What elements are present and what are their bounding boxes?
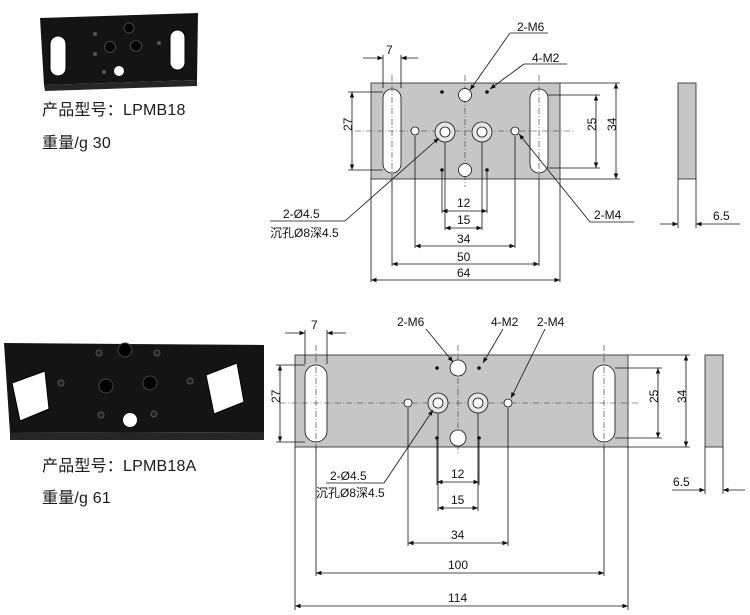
callout-m2: 4-M2 <box>491 315 519 329</box>
callout-hole: 2-Ø4.5 <box>283 207 320 221</box>
dim-slot-width: 7 <box>311 318 318 332</box>
callout-m6: 2-M6 <box>517 20 545 34</box>
product-model-label-lpmb18a: 产品型号：LPMB18A <box>42 458 197 475</box>
product-photo-lpmb18a <box>4 342 264 440</box>
dim-114: 114 <box>448 591 467 605</box>
m6-hole-top <box>449 359 467 377</box>
dim-27: 27 <box>341 117 355 131</box>
product-photo-lpmb18 <box>40 13 198 91</box>
callout-m4: 2-M4 <box>537 315 565 329</box>
product-model-label-lpmb18: 产品型号：LPMB18 <box>42 102 186 119</box>
m6-hole-bottom <box>458 163 472 177</box>
callout-m4: 2-M4 <box>594 208 622 222</box>
dim-27: 27 <box>269 389 283 403</box>
dim-34: 34 <box>457 232 471 246</box>
side-view-lpmb18a <box>704 354 724 448</box>
dim-50: 50 <box>457 250 471 264</box>
dim-34-vertical: 34 <box>675 389 689 403</box>
m4-hole-right <box>503 398 513 408</box>
dim-slot-width: 7 <box>386 43 393 57</box>
m6-hole-bottom <box>449 429 467 447</box>
callout-m6: 2-M6 <box>397 315 425 329</box>
m4-hole-left <box>410 126 420 136</box>
m4-hole-left <box>403 398 413 408</box>
dim-15: 15 <box>457 213 471 227</box>
callout-counterbore: 沉孔Ø8深4.5 <box>316 486 385 500</box>
side-view-lpmb18 <box>677 82 697 180</box>
dim-34-vertical: 34 <box>605 117 619 131</box>
dim-100: 100 <box>448 558 468 572</box>
drawing-lpmb18a-front-view: 7 27 25 34 12 15 34 100 114 6.5 2-M6 4-M… <box>269 315 745 610</box>
dim-25: 25 <box>585 117 599 131</box>
product-weight-label-lpmb18: 重量/g 30 <box>42 135 111 152</box>
dim-12: 12 <box>451 467 465 481</box>
dim-12: 12 <box>457 196 471 210</box>
m4-hole-right <box>510 126 520 136</box>
dim-thickness: 6.5 <box>713 209 730 223</box>
dim-64: 64 <box>457 266 471 280</box>
m6-hole-top <box>458 88 472 102</box>
dim-thickness: 6.5 <box>673 475 690 489</box>
dim-15: 15 <box>451 493 465 507</box>
dim-25: 25 <box>647 389 661 403</box>
drawing-lpmb18-front-view: 7 27 25 34 12 15 34 50 64 6.5 2-M6 4-M2 … <box>270 20 740 283</box>
callout-m2: 4-M2 <box>532 51 560 65</box>
product-weight-label-lpmb18a: 重量/g 61 <box>42 490 111 507</box>
dim-34: 34 <box>451 528 465 542</box>
callout-counterbore: 沉孔Ø8深4.5 <box>270 226 339 240</box>
callout-hole: 2-Ø4.5 <box>330 469 367 483</box>
